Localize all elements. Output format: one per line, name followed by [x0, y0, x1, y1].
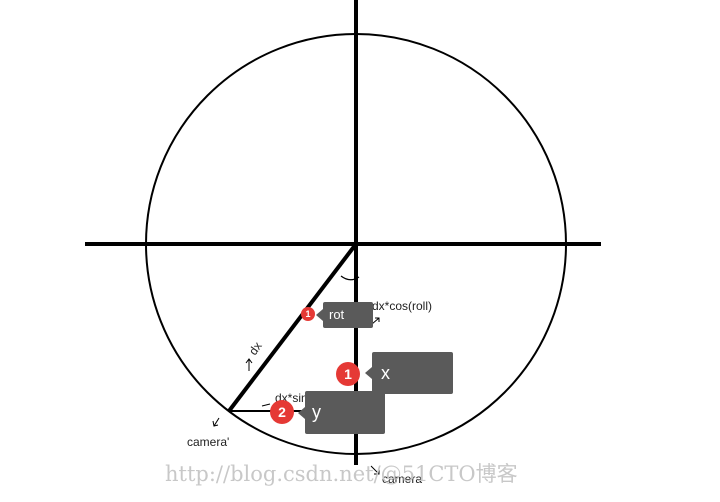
- camera-prime-label: camera': [187, 435, 229, 449]
- camera-prime-arrow-icon: [212, 417, 220, 427]
- camera-label: camera: [382, 472, 422, 486]
- y-annotation-tag: y: [298, 391, 385, 434]
- rot-annotation-tag: rot: [316, 302, 373, 328]
- dx-label: dx: [246, 339, 265, 357]
- cos-label: dx*cos(roll): [372, 299, 432, 313]
- dx-arrow-icon: [245, 358, 253, 371]
- marker-x-badge[interactable]: 1: [336, 362, 360, 386]
- marker-y-badge[interactable]: 2: [270, 400, 294, 424]
- sin-arrow-icon: [261, 403, 271, 407]
- camera-arrow-icon: [370, 465, 380, 475]
- x-annotation-tag: x: [365, 352, 453, 394]
- watermark: http://blog.csdn.net/@51CTO博客: [165, 462, 518, 486]
- marker-rot-badge[interactable]: 1: [301, 307, 315, 321]
- cos-arrow-icon: [371, 317, 380, 325]
- roll-angle-arc: [340, 275, 360, 281]
- dx-vector-line: [227, 242, 358, 413]
